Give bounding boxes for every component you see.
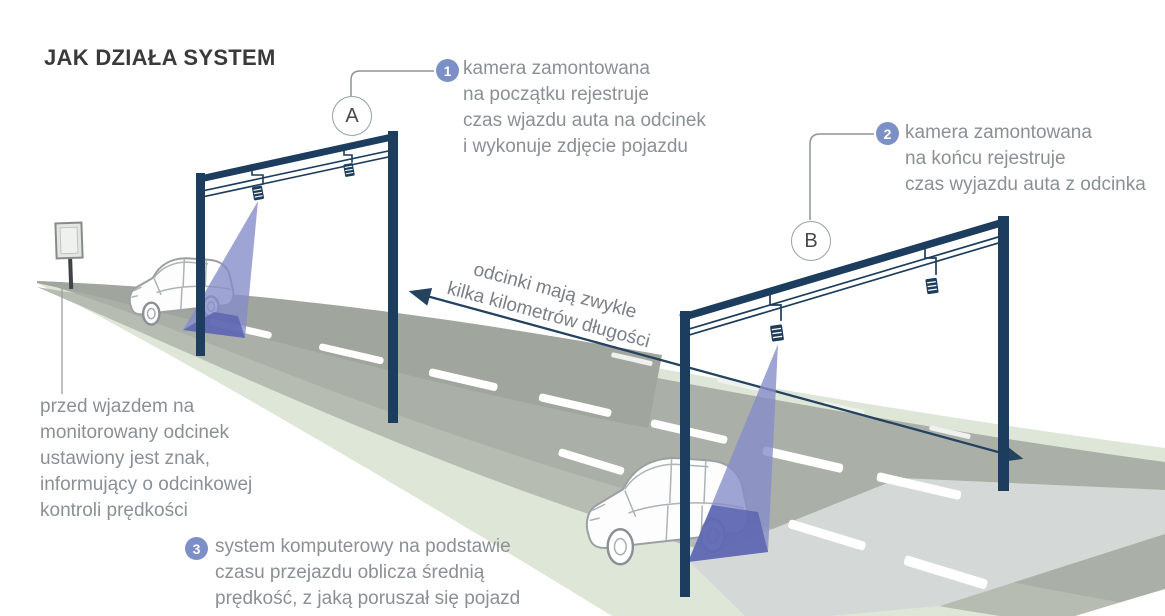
sign-note-text: przed wjazdem na monitorowany odcinek us… [40,396,253,521]
camera-icon [251,184,265,202]
gantry-b-marker: B [791,221,831,261]
step-1-badge: 1 [436,59,459,82]
camera-icon [769,323,785,343]
page-title: JAK DZIAŁA SYSTEM [44,45,276,70]
step-1-text: kamera zamontowana na początku rejestruj… [463,58,706,157]
step-3-badge: 3 [185,537,208,560]
gantry-a [195,131,398,423]
section-arrow [408,287,1024,463]
step-3-text: system komputerowy na podstawie czasu pr… [215,536,521,609]
step-2-badge: 2 [876,122,899,145]
gantry-b [679,216,1009,597]
marker-b-connector [809,133,874,220]
step-2-text: kamera zamontowana na końcu rejestruje c… [905,122,1146,195]
marker-a-connector [350,70,434,96]
camera-icon [924,277,940,295]
gantry-a-marker: A [332,96,372,136]
speed-sign-icon [54,221,84,290]
camera-beam-b [688,344,778,562]
